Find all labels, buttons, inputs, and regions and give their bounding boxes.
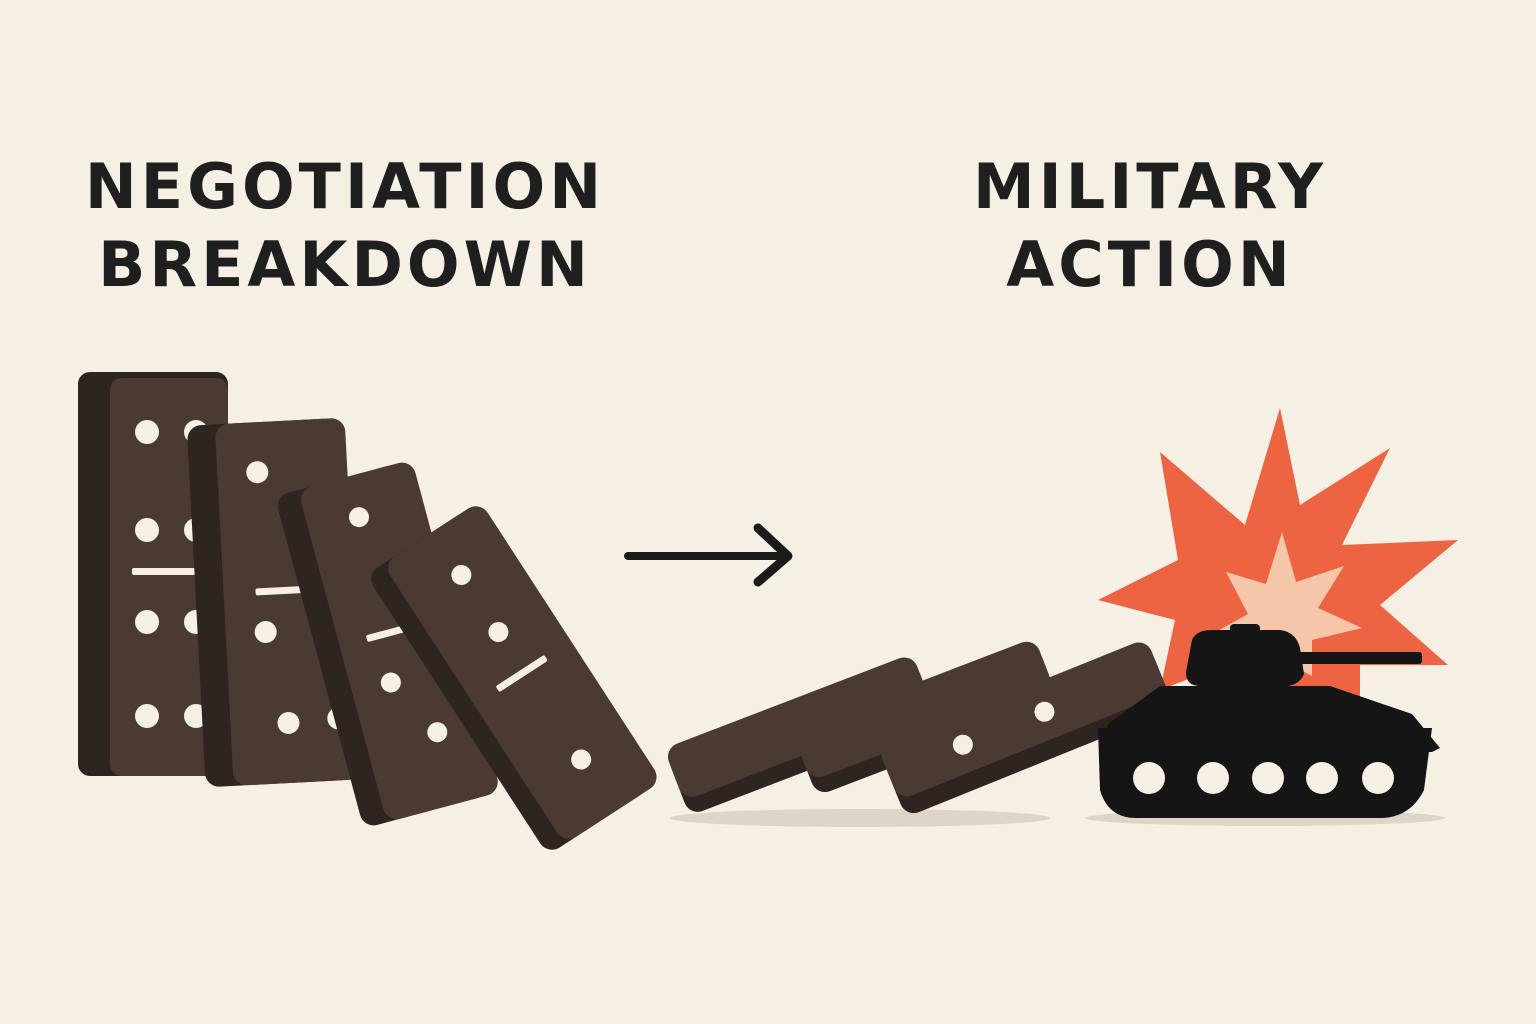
cause-label: NEGOTIATION BREAKDOWN [80, 148, 610, 304]
cause-label-line-2: BREAKDOWN [98, 228, 592, 301]
cause-label-line-1: NEGOTIATION [84, 150, 606, 223]
effect-label: MILITARY ACTION [910, 148, 1390, 304]
tank-icon [1098, 624, 1440, 818]
domino-icon [881, 642, 1171, 814]
effect-label-line-2: ACTION [1006, 228, 1294, 301]
arrow-right-icon [624, 523, 793, 587]
domino-icon [371, 506, 657, 850]
effect-label-line-1: MILITARY [972, 150, 1328, 223]
fallen-dominoes [667, 641, 1171, 814]
domino-icon [277, 462, 498, 826]
ground-shadow [670, 809, 1050, 827]
standing-dominoes [78, 372, 657, 850]
domino-icon [795, 641, 1056, 793]
